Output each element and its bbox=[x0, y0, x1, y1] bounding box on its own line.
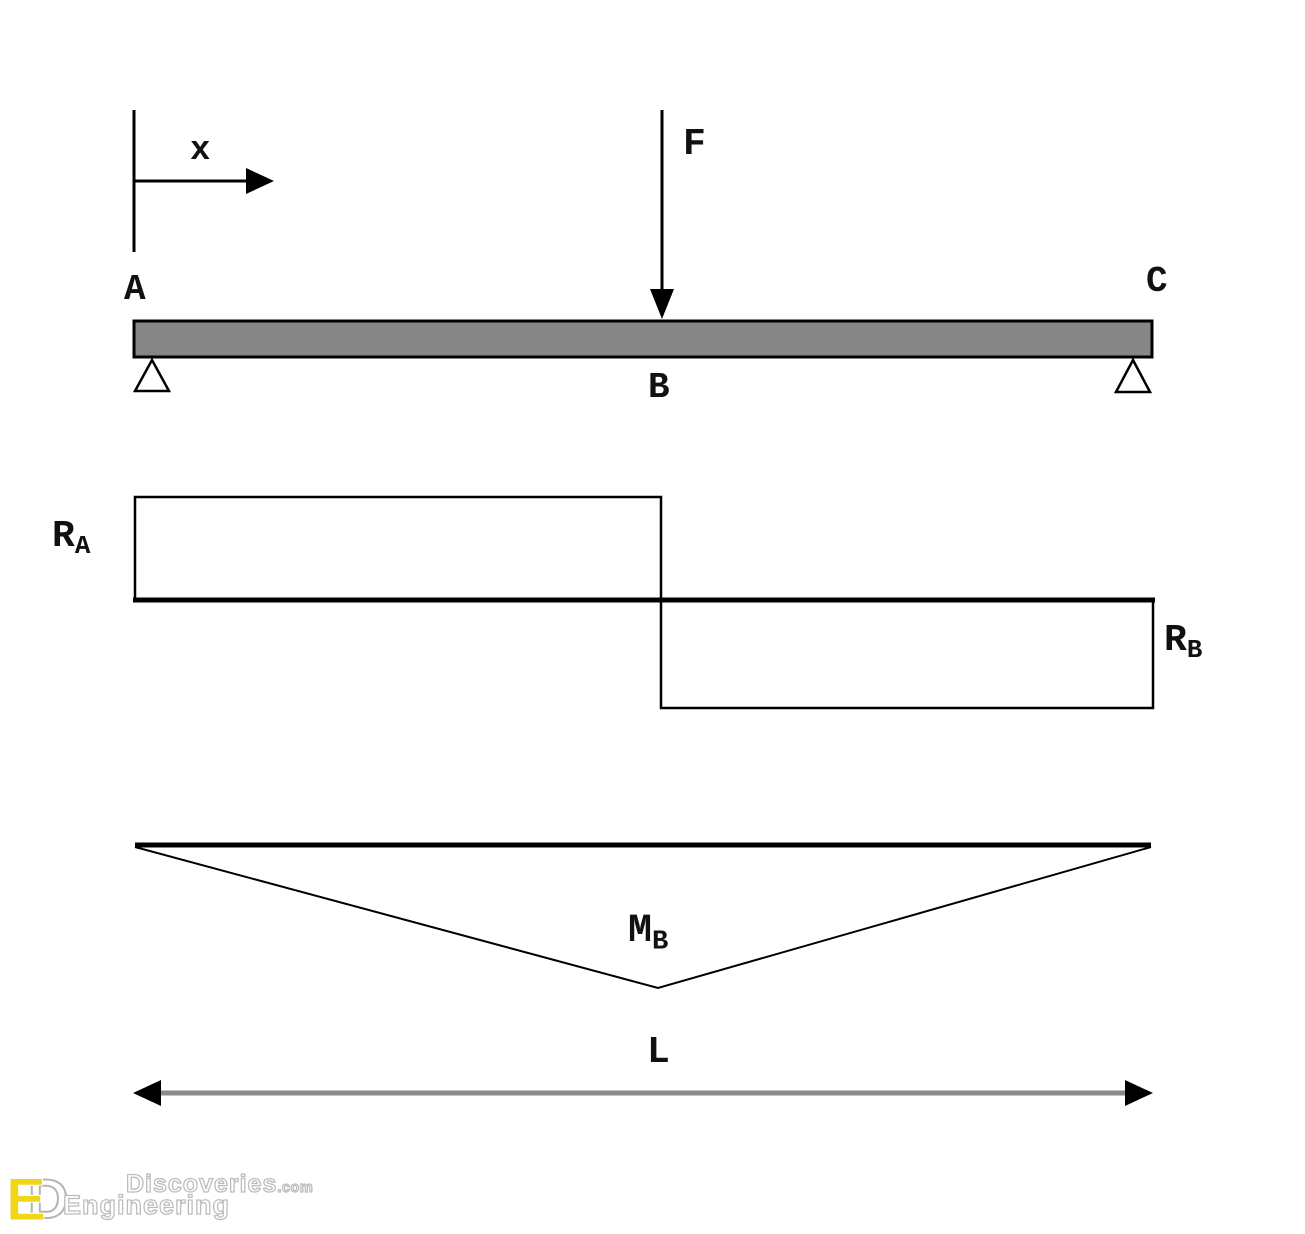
watermark-brand-bottom: Engineering bbox=[62, 1190, 231, 1220]
force-label: F bbox=[683, 123, 706, 166]
watermark-brand-top: Discoveries.com bbox=[125, 1170, 314, 1198]
logo-e-letter: E bbox=[6, 1166, 46, 1233]
reaction-a-sub: A bbox=[74, 531, 91, 562]
span-arrowhead-right-icon bbox=[1125, 1080, 1153, 1106]
moment-triangle bbox=[134, 846, 1152, 990]
span-arrowhead-left-icon bbox=[133, 1080, 161, 1106]
watermark-com: .com bbox=[277, 1180, 314, 1196]
reaction-b-label: RB bbox=[1164, 622, 1202, 664]
force-arrowhead-icon bbox=[650, 289, 674, 319]
moment-main: M bbox=[628, 909, 653, 954]
point-c-label: C bbox=[1146, 261, 1168, 302]
x-axis-label: x bbox=[190, 132, 211, 170]
reaction-a-label: RA bbox=[52, 518, 90, 560]
support-left-icon bbox=[132, 357, 172, 393]
x-axis-arrowhead-icon bbox=[246, 168, 274, 194]
shear-negative-rect bbox=[659, 598, 1155, 710]
logo-icon: D E bbox=[6, 1166, 70, 1234]
reaction-b-sub: B bbox=[1186, 635, 1203, 666]
reaction-b-main: R bbox=[1164, 619, 1187, 662]
point-b-label: B bbox=[648, 367, 670, 408]
support-right-icon bbox=[1113, 357, 1153, 394]
span-length-label: L bbox=[647, 1031, 670, 1074]
watermark-discoveries: Discoveries bbox=[125, 1170, 278, 1198]
point-a-label: A bbox=[124, 269, 146, 310]
moment-sub: B bbox=[652, 926, 669, 958]
logo-d-letter: D bbox=[28, 1167, 68, 1230]
reaction-a-main: R bbox=[52, 515, 75, 558]
shear-positive-rect bbox=[133, 495, 663, 602]
moment-label: MB bbox=[628, 912, 668, 956]
beam-bar bbox=[132, 319, 1154, 359]
